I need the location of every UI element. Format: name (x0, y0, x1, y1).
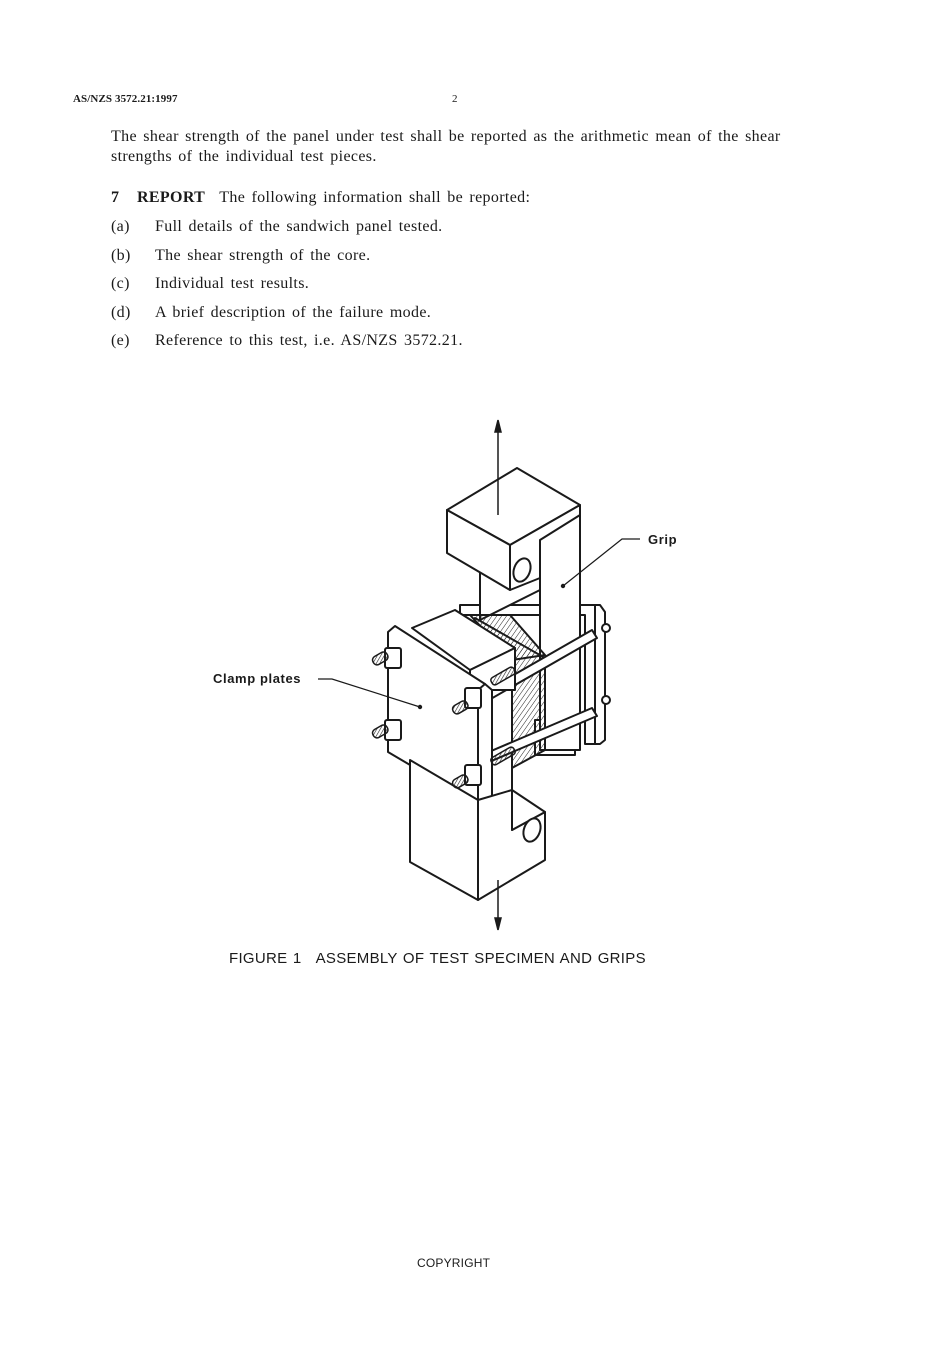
label-grip: Grip (648, 532, 678, 547)
list-item: (c) Individual test results. (111, 275, 309, 293)
report-section-heading: 7 REPORT The following information shall b… (111, 189, 530, 207)
standard-id: AS/NZS 3572.21:1997 (73, 93, 178, 105)
page-number: 2 (452, 93, 458, 105)
figure-test-assembly: Grip Clamp plates (200, 410, 700, 940)
body-paragraph: The shear strength of the panel under te… (111, 128, 781, 165)
figure-caption-number: FIGURE 1 (229, 950, 302, 967)
list-item-text: The shear strength of the core. (155, 247, 371, 264)
figure-caption: FIGURE 1 ASSEMBLY OF TEST SPECIMEN AND GR… (229, 950, 646, 967)
list-item-text: Individual test results. (155, 275, 310, 292)
list-item: (e) Reference to this test, i.e. AS/NZS 3… (111, 332, 463, 350)
list-item: (a) Full details of the sandwich panel te… (111, 218, 443, 236)
list-item-text: Reference to this test, i.e. AS/NZS 3572… (155, 332, 463, 349)
assembly-drawing (318, 419, 640, 931)
list-item-label: (d) (111, 304, 131, 321)
list-item-label: (e) (111, 332, 130, 349)
figure-caption-title: ASSEMBLY OF TEST SPECIMEN AND GRIPS (315, 950, 646, 967)
list-item-text: Full details of the sandwich panel teste… (155, 218, 443, 235)
list-item-text: A brief description of the failure mode. (155, 304, 432, 321)
footer-copyright: COPYRIGHT (417, 1256, 491, 1270)
section-title: REPORT (137, 189, 206, 206)
label-clamp-plates: Clamp plates (213, 671, 302, 686)
list-item: (b) The shear strength of the core. (111, 247, 370, 265)
list-item-label: (c) (111, 275, 130, 292)
section-intro: The following information shall be repor… (219, 189, 531, 206)
list-item-label: (b) (111, 247, 131, 264)
list-item-label: (a) (111, 218, 130, 235)
list-item: (d) A brief description of the failure mo… (111, 304, 431, 322)
section-number: 7 (111, 189, 120, 206)
